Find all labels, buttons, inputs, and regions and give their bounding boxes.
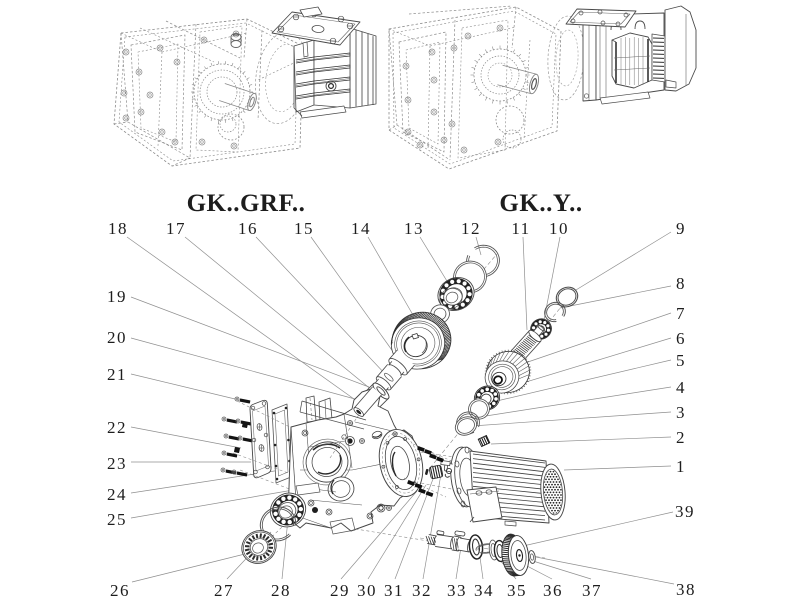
svg-text:14: 14 <box>351 219 371 238</box>
svg-text:27: 27 <box>214 581 234 600</box>
svg-text:18: 18 <box>108 219 128 238</box>
svg-text:31: 31 <box>384 581 404 600</box>
svg-text:23: 23 <box>107 454 127 473</box>
svg-text:11: 11 <box>511 219 530 238</box>
svg-text:9: 9 <box>676 219 686 238</box>
svg-text:22: 22 <box>107 418 127 437</box>
svg-text:1: 1 <box>676 457 686 476</box>
svg-text:24: 24 <box>107 485 127 504</box>
svg-text:39: 39 <box>675 502 695 521</box>
svg-text:19: 19 <box>107 287 127 306</box>
svg-text:26: 26 <box>110 581 130 600</box>
svg-text:35: 35 <box>507 581 527 600</box>
svg-text:3: 3 <box>676 403 686 422</box>
svg-text:38: 38 <box>676 580 696 599</box>
svg-text:28: 28 <box>271 581 291 600</box>
svg-text:7: 7 <box>676 304 686 323</box>
svg-text:20: 20 <box>107 328 127 347</box>
svg-text:12: 12 <box>461 219 481 238</box>
svg-text:29: 29 <box>330 581 350 600</box>
svg-text:16: 16 <box>238 219 258 238</box>
svg-text:34: 34 <box>474 581 494 600</box>
svg-text:8: 8 <box>676 274 686 293</box>
svg-text:13: 13 <box>404 219 424 238</box>
svg-text:4: 4 <box>676 378 686 397</box>
svg-text:10: 10 <box>549 219 569 238</box>
svg-text:36: 36 <box>543 581 563 600</box>
svg-text:32: 32 <box>412 581 432 600</box>
svg-text:5: 5 <box>676 351 686 370</box>
svg-text:30: 30 <box>357 581 377 600</box>
svg-text:GK..Y..: GK..Y.. <box>499 190 582 217</box>
svg-text:GK..GRF..: GK..GRF.. <box>187 190 306 217</box>
svg-text:25: 25 <box>107 510 127 529</box>
svg-text:21: 21 <box>107 365 127 384</box>
svg-text:17: 17 <box>166 219 186 238</box>
svg-text:15: 15 <box>294 219 314 238</box>
svg-text:6: 6 <box>676 329 686 348</box>
svg-text:37: 37 <box>582 581 602 600</box>
svg-text:33: 33 <box>447 581 467 600</box>
svg-text:2: 2 <box>676 428 686 447</box>
